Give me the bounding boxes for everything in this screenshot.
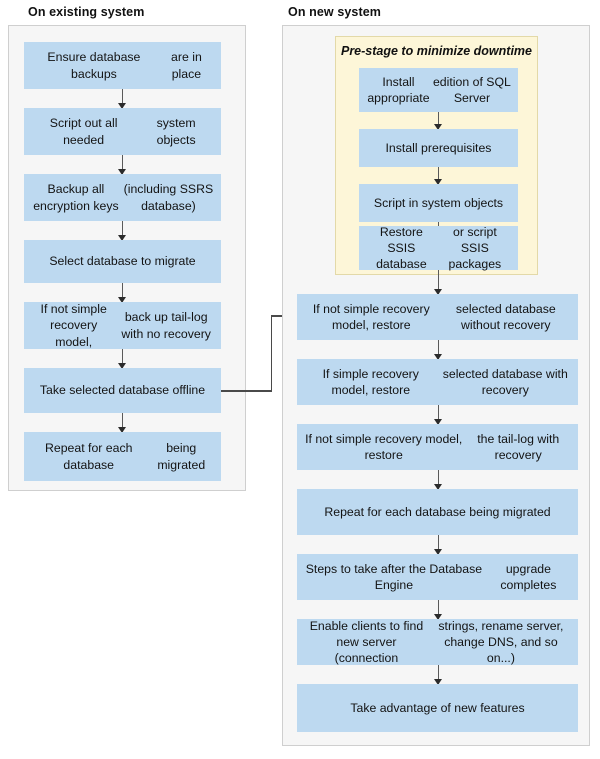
left-column-heading: On existing system — [28, 5, 145, 19]
left-node-6-line1: Take selected database offline — [39, 383, 206, 398]
prestage-node-4-line2: or script SSIS packages — [448, 224, 502, 272]
left-node-7: Repeat for each database being migrated — [24, 432, 221, 481]
right-node-6-line1: Enable clients to find new server (conne… — [309, 618, 424, 666]
right-arrow-3-4 — [437, 470, 440, 489]
prestage-node-1-line1: Install appropriate — [367, 74, 430, 105]
right-node-6-line2: strings, rename server, change DNS, and … — [438, 618, 564, 666]
left-node-1-line2: are in place — [171, 50, 202, 81]
left-node-3-line1: Backup all encryption keys — [33, 182, 119, 213]
right-node-1-line2: selected database without recovery — [455, 301, 556, 332]
prestage-node-2-line1: Install prerequisites — [385, 140, 492, 155]
left-node-2-line1: Script out all needed — [49, 116, 118, 147]
right-arrow-2-3 — [437, 405, 440, 424]
right-node-3-line1: If not simple recovery model, restore — [305, 431, 463, 462]
left-node-4: Select database to migrate — [24, 240, 221, 283]
left-node-5: If not simple recovery model, back up ta… — [24, 302, 221, 349]
cross-connector-segment-from-offline — [221, 390, 272, 392]
left-node-5-line1: If not simple recovery model, — [40, 302, 107, 349]
right-arrow-4-5 — [437, 535, 440, 554]
left-node-6: Take selected database offline — [24, 368, 221, 413]
left-node-1-line1: Ensure database backups — [47, 50, 141, 81]
right-node-4: Repeat for each database being migrated — [297, 489, 578, 535]
right-arrow-5-6 — [437, 600, 440, 619]
left-arrow-1-2 — [121, 89, 124, 108]
right-node-3-line2: the tail-log with recovery — [477, 431, 560, 462]
right-column-heading: On new system — [288, 5, 381, 19]
right-node-3: If not simple recovery model, restore th… — [297, 424, 578, 470]
right-node-5-line1: Steps to take after the Database Engine — [305, 561, 483, 592]
prestage-node-4-line1: Restore SSIS database — [376, 224, 427, 272]
prestage-exit-arrow — [437, 270, 440, 294]
right-node-5-line2: upgrade completes — [500, 561, 557, 592]
right-arrow-1-2 — [437, 340, 440, 359]
prestage-node-3-line1: Script in system objects — [373, 195, 504, 210]
right-node-7: Take advantage of new features — [297, 684, 578, 732]
right-node-1-line1: If not simple recovery model, restore — [312, 301, 430, 332]
left-node-2: Script out all needed system objects — [24, 108, 221, 155]
right-node-7-line1: Take advantage of new features — [350, 700, 525, 715]
prestage-node-2: Install prerequisites — [359, 129, 518, 167]
prestage-node-4: Restore SSIS database or script SSIS pac… — [359, 224, 518, 272]
left-node-2-line2: system objects — [156, 116, 196, 147]
prestage-node-3: Script in system objects — [359, 184, 518, 222]
left-node-7-line2: being migrated — [157, 441, 206, 472]
prestage-arrow-1-2 — [437, 112, 440, 129]
right-node-2-line2: selected database with recovery — [442, 366, 568, 397]
prestage-node-1-line2: edition of SQL Server — [432, 74, 511, 105]
right-node-2-line1: If simple recovery model, restore — [322, 366, 419, 397]
prestage-node-1: Install appropriate edition of SQL Serve… — [359, 68, 518, 112]
left-arrow-5-6 — [121, 349, 124, 368]
right-arrow-6-7 — [437, 665, 440, 684]
prestage-group-title: Pre-stage to minimize downtime — [340, 44, 532, 58]
left-arrow-4-5 — [121, 283, 124, 302]
left-node-4-line1: Select database to migrate — [49, 254, 196, 269]
left-arrow-2-3 — [121, 155, 124, 174]
left-node-7-line1: Repeat for each database — [44, 441, 133, 472]
left-node-1: Ensure database backups are in place — [24, 42, 221, 89]
left-arrow-6-7 — [121, 413, 124, 432]
left-node-3-line2: (including SSRS database) — [123, 182, 214, 213]
right-node-2: If simple recovery model, restore select… — [297, 359, 578, 405]
right-node-4-line1: Repeat for each database being migrated — [324, 504, 551, 519]
right-node-1: If not simple recovery model, restore se… — [297, 294, 578, 340]
cross-connector-segment-vertical — [270, 315, 273, 391]
left-node-3: Backup all encryption keys (including SS… — [24, 174, 221, 221]
right-node-6: Enable clients to find new server (conne… — [297, 619, 578, 665]
left-arrow-3-4 — [121, 221, 124, 240]
prestage-arrow-2-3 — [437, 167, 440, 184]
left-node-5-line2: back up tail-log with no recovery — [121, 310, 211, 341]
right-node-5: Steps to take after the Database Engine … — [297, 554, 578, 600]
